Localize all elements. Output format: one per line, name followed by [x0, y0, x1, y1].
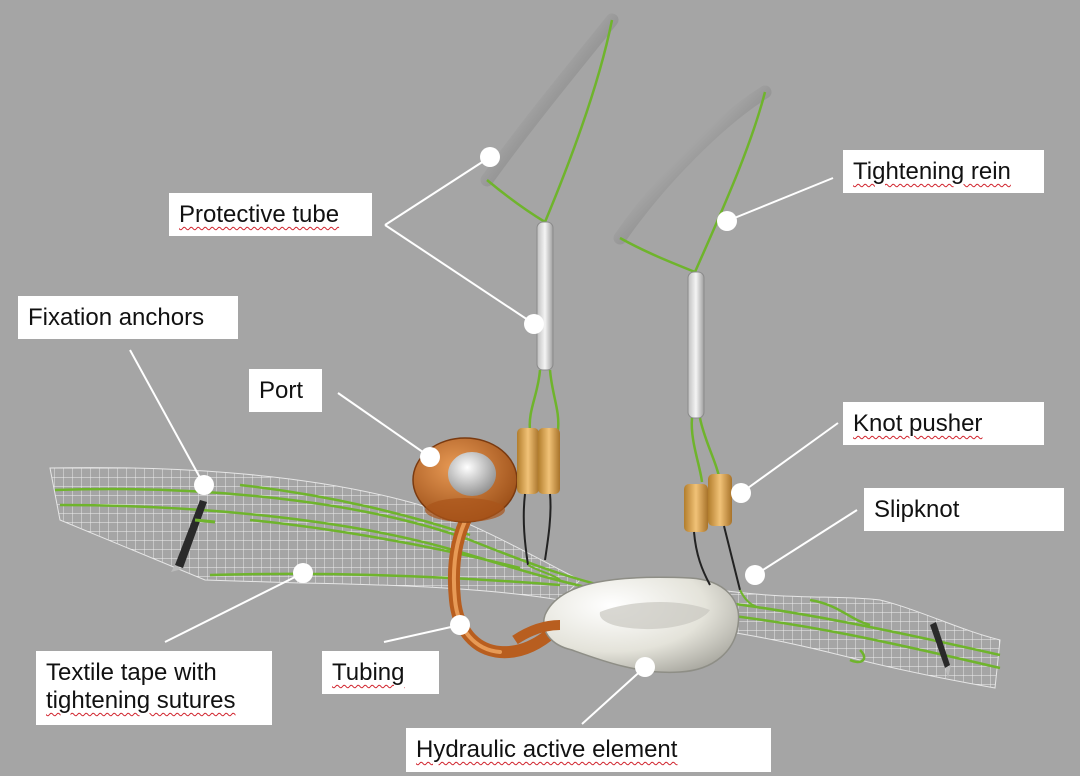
label-slipknot: Slipknot [864, 488, 1064, 531]
fixation-anchor-left [171, 500, 216, 572]
label-textile-tape-line1: Textile tape with [46, 659, 217, 686]
textile-tape-right [719, 589, 1001, 689]
tubing-highlight [451, 513, 502, 654]
dot-protective-tube-b [524, 314, 544, 334]
label-fixation-anchors: Fixation anchors [18, 296, 238, 339]
label-port-text: Port [259, 377, 304, 404]
dot-protective-tube-a [480, 147, 500, 167]
leader-protective-tube-b [384, 224, 535, 325]
protective-tube-left [480, 13, 619, 581]
label-tubing-text: Tubing [332, 659, 405, 686]
dot-slipknot [745, 565, 765, 585]
callout-dots [194, 147, 765, 677]
dot-port [420, 447, 440, 467]
dot-hydraulic-element [635, 657, 655, 677]
leader-fixation-anchors [129, 349, 205, 486]
label-hydraulic-active-element: Hydraulic active element [406, 728, 771, 772]
label-knot-pusher-text: Knot pusher [853, 410, 983, 437]
protective-tube-right [613, 85, 772, 609]
leader-tightening-rein [726, 177, 834, 222]
leader-slipknot [754, 509, 858, 576]
leader-hydraulic-element [581, 666, 646, 725]
leader-lines [129, 156, 858, 725]
dot-tightening-rein [717, 211, 737, 231]
label-protective-tube-text: Protective tube [179, 201, 340, 228]
label-tubing: Tubing [322, 651, 439, 694]
label-protective-tube: Protective tube [169, 193, 372, 236]
dot-tubing [450, 615, 470, 635]
leader-tubing [383, 624, 461, 643]
label-slipknot-text: Slipknot [874, 496, 960, 523]
dot-textile-tape [293, 563, 313, 583]
label-tightening-rein: Tightening rein [843, 150, 1044, 193]
label-knot-pusher: Knot pusher [843, 402, 1044, 445]
label-hydraulic-active-element-text: Hydraulic active element [416, 736, 678, 763]
label-fixation-anchors-text: Fixation anchors [28, 304, 205, 331]
label-tightening-rein-text: Tightening rein [853, 158, 1011, 185]
dot-fixation-anchors [194, 475, 214, 495]
label-port: Port [249, 369, 322, 412]
dot-knot-pusher [731, 483, 751, 503]
leader-textile-tape [164, 572, 304, 643]
hydraulic-active-element-shape [512, 576, 740, 674]
fixation-anchor-right [930, 622, 951, 678]
label-textile-tape-line2: tightening sutures [46, 687, 236, 714]
leader-knot-pusher [740, 422, 839, 494]
leader-port [337, 392, 431, 458]
label-textile-tape: Textile tape with tightening sutures [36, 651, 272, 725]
leader-protective-tube-a [384, 156, 491, 226]
